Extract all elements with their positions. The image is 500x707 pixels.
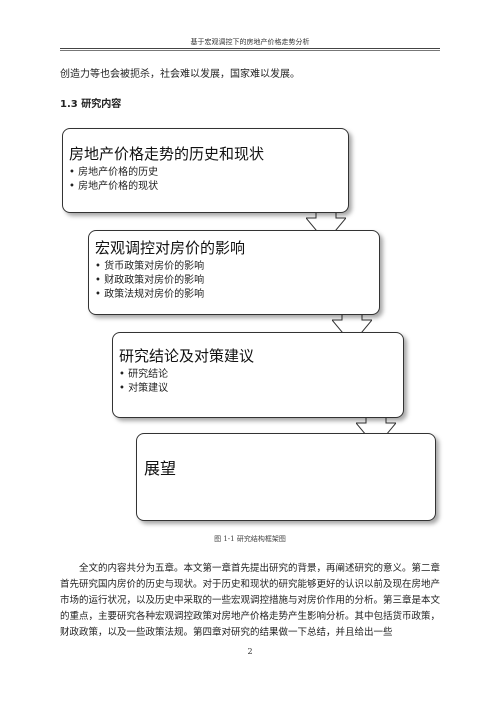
box-title: 宏观调控对房价的影响 (95, 239, 246, 257)
header-rule (60, 48, 440, 49)
section-heading: 1.3 研究内容 (60, 99, 122, 110)
box-title: 展望 (144, 459, 177, 478)
box-bullet: 对策建议 (119, 382, 403, 396)
framework-box-macro-control: 宏观调控对房价的影响 货币政策对房价的影响 财政政策对房价的影响 政策法规对房价… (88, 230, 380, 315)
box-bullet: 研究结论 (119, 368, 403, 382)
box-bullet: 政策法规对房价的影响 (95, 288, 379, 302)
box-title: 研究结论及对策建议 (119, 347, 255, 365)
intro-line: 创造力等也会被扼杀，社会难以发展，国家难以发展。 (60, 69, 300, 80)
body-paragraph: 全文的内容共分为五章。本文第一章首先提出研究的背景，再阐述研究的意义。第二章首先… (60, 563, 441, 638)
header-rule-thin (60, 50, 440, 51)
box-bullet: 房地产价格的历史 (69, 166, 348, 180)
running-header: 基于宏观调控下的房地产价格走势分析 (190, 38, 310, 46)
page-number: 2 (247, 647, 253, 656)
box-bullet: 财政政策对房价的影响 (95, 274, 379, 288)
box-bullet: 房地产价格的现状 (69, 180, 348, 194)
box-title: 房地产价格走势的历史和现状 (69, 145, 265, 163)
framework-box-outlook: 展望 (136, 433, 436, 521)
figure-caption: 图 1-1 研究结构框架图 (214, 535, 286, 543)
framework-box-history: 房地产价格走势的历史和现状 房地产价格的历史 房地产价格的现状 (62, 128, 349, 213)
box-bullet: 货币政策对房价的影响 (95, 260, 379, 274)
framework-box-conclusions: 研究结论及对策建议 研究结论 对策建议 (112, 332, 404, 418)
